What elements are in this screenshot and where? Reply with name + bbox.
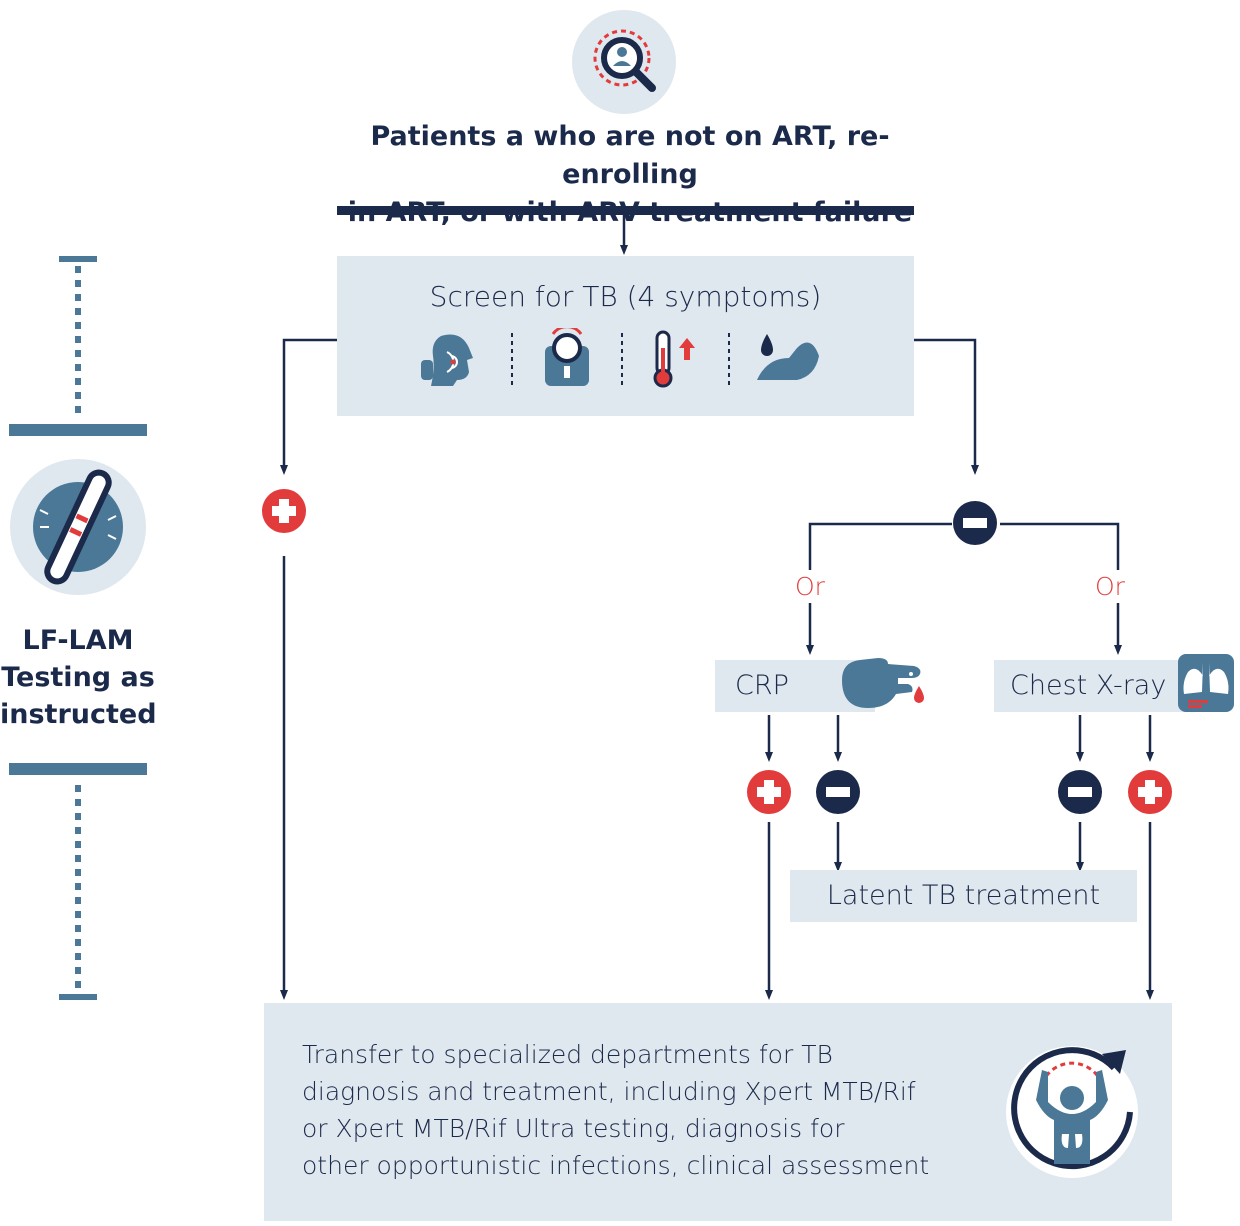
or-label-xray: Or <box>1095 572 1125 601</box>
transfer-line-2: diagnosis and treatment, including Xpert… <box>302 1077 916 1106</box>
minus-circle-icon <box>1058 770 1102 814</box>
crp-label: CRP <box>735 670 789 701</box>
plus-circle-icon <box>262 489 306 533</box>
positive-result-xray <box>1128 770 1172 814</box>
positive-result-crp <box>747 770 791 814</box>
latent-tb-box: Latent TB treatment <box>790 870 1137 922</box>
or-label-crp: Or <box>795 572 825 601</box>
lf-lam-line-3: instructed <box>0 699 157 730</box>
screen-box: Screen for TB (4 symptoms) <box>337 256 914 416</box>
finger-prick-icon <box>842 658 924 708</box>
lf-lam-line-2: Testing as <box>1 662 155 693</box>
lf-lam-line-1: LF-LAM <box>22 625 134 656</box>
symptom-icons <box>421 328 819 388</box>
patient-criteria-title: Patients a who are not on ART, re-enroll… <box>320 118 940 232</box>
plus-circle-icon <box>747 770 791 814</box>
negative-result-screen <box>953 501 997 545</box>
negative-result-xray <box>1058 770 1102 814</box>
negative-result-crp <box>816 770 860 814</box>
minus-circle-icon <box>816 770 860 814</box>
transfer-line-1: Transfer to specialized departments for … <box>302 1040 833 1069</box>
lf-lam-test-strip-icon <box>10 459 146 595</box>
patient-referral-icon <box>1006 1046 1138 1178</box>
transfer-text: Transfer to specialized departments for … <box>302 1036 982 1184</box>
xray-label: Chest X-ray <box>1010 670 1167 701</box>
transfer-line-4: other opportunistic infections, clinical… <box>302 1151 930 1180</box>
sidebar-timeline <box>9 256 147 1000</box>
positive-result-screen <box>262 489 306 533</box>
title-line-2: in ART, or with ARV treatment failure <box>347 197 913 228</box>
weight-scale-icon <box>545 328 589 386</box>
fever-thermometer-icon <box>653 330 695 388</box>
latent-label: Latent TB treatment <box>826 880 1101 911</box>
title-underline <box>337 206 914 215</box>
screen-label: Screen for TB (4 symptoms) <box>429 280 822 313</box>
xray-box: Chest X-ray <box>994 660 1194 712</box>
transfer-line-3: or Xpert MTB/Rif Ultra testing, diagnosi… <box>302 1114 845 1143</box>
night-sweats-icon <box>757 334 819 380</box>
plus-circle-icon <box>1128 770 1172 814</box>
minus-circle-icon <box>953 501 997 545</box>
lf-lam-label: LF-LAM Testing as instructed <box>0 622 157 733</box>
patient-search-icon <box>572 10 676 114</box>
lungs-xray-icon <box>1178 654 1234 712</box>
title-line-1: Patients a who are not on ART, re-enroll… <box>370 121 890 190</box>
cough-icon <box>421 334 473 386</box>
